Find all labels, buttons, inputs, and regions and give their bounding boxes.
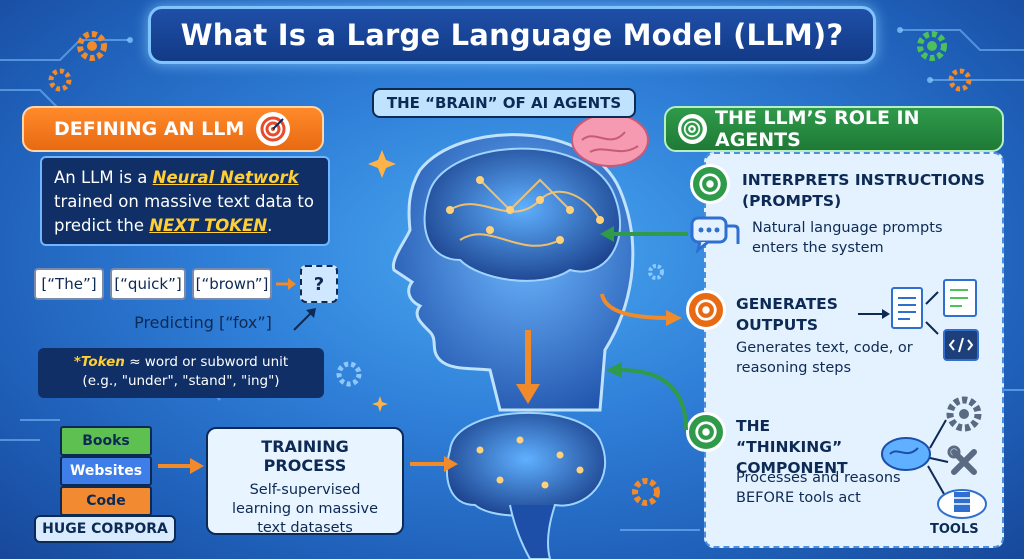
defining-llm-header: DEFINING AN LLM [22,106,324,152]
tools-label: TOOLS [930,522,979,537]
database-cloud-icon [937,489,987,519]
arrow-right-icon [158,458,204,474]
token-note-line2: (e.g., "under", "stand", "ing") [82,373,280,389]
token-note-line1: ≈ word or subword unit [124,354,289,370]
arrow-left-icon [606,362,688,431]
llm-role-title: THE LLM’S ROLE IN AGENTS [714,107,920,151]
target-icon [686,412,726,452]
gear-icon [77,31,107,61]
definition-text: An LLM is a [54,168,153,187]
brain-tag: THE “BRAIN” OF AI AGENTS [372,88,636,118]
definition-text-3: . [267,216,273,235]
ai-head-illustration [391,113,649,559]
title-bar: What Is a Large Language Model (LLM)? [148,6,876,64]
token-note: *Token ≈ word or subword unit (e.g., "un… [38,348,324,398]
arrow-right-icon [410,456,458,472]
step-generates-title: GENERATES OUTPUTS [736,295,838,334]
step-interprets-text: Natural language prompts enters the syst… [752,220,943,256]
token-the: [“The”] [34,268,104,300]
training-title: TRAINING PROCESS [261,437,349,475]
target-icon [256,112,291,146]
arrow-up-icon [293,308,316,331]
tools-icons [881,396,987,519]
predicting-label: Predicting [“fox”] [134,313,272,332]
defining-llm-title: DEFINING AN LLM [54,118,245,140]
pink-brain-icon [571,113,649,167]
token-term: *Token [73,354,125,370]
training-text: Self-supervised learning on massive text… [231,482,379,536]
page-title: What Is a Large Language Model (LLM)? [180,18,844,52]
target-icon [690,164,730,204]
wrench-icon [947,445,977,475]
step-thinking-title: THE “THINKING” COMPONENT [736,417,848,477]
neural-network-highlight: Neural Network [152,168,299,187]
step-interprets-title: INTERPRETS INSTRUCTIONS (PROMPTS) [742,171,985,210]
arrow-left-icon [600,226,688,242]
training-process-box: TRAINING PROCESS Self-supervised learnin… [206,427,404,536]
llm-role-header: THE LLM’S ROLE IN AGENTS [664,106,1004,152]
predicted-token-box: ? [300,265,338,303]
arrow-right-icon [276,278,296,290]
target-icon [678,114,707,144]
arrow-right-icon [600,293,682,326]
brain-icon [881,437,931,471]
book-books: Books [60,426,152,456]
book-websites: Websites [60,456,152,486]
huge-corpora-label: HUGE CORPORA [34,515,176,543]
book-code: Code [60,486,152,516]
gear-icon [946,396,982,432]
chat-bubble-icon [690,216,740,254]
next-token-highlight: NEXT TOKEN [149,216,268,235]
document-code-icon [858,279,979,361]
token-brown: [“brown”] [192,268,272,300]
step-thinking-text: Processes and reasons BEFORE tools act [736,470,901,506]
step-generates-text: Generates text, code, or reasoning steps [736,340,913,376]
definition-text-2: trained on massive text data to predict … [54,192,314,235]
llm-definition: An LLM is a Neural Network trained on ma… [40,156,330,246]
token-quick: [“quick”] [110,268,186,300]
target-icon [686,290,726,330]
